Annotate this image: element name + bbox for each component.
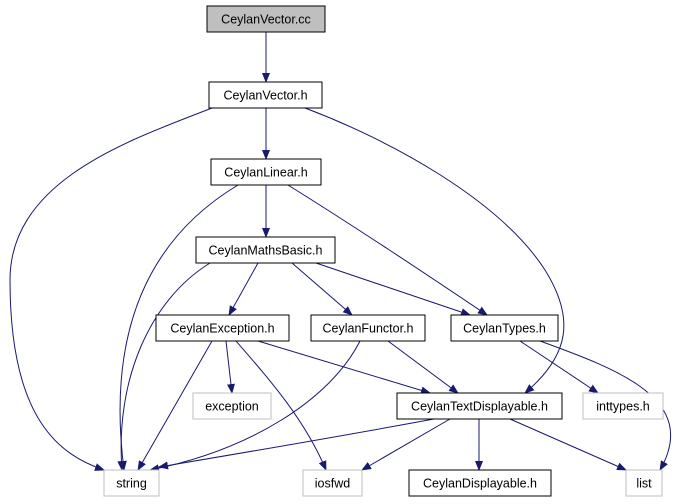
node-ceylanvector-h[interactable]: CeylanVector.h <box>208 81 323 109</box>
edge-ceylantextdisplayable-h-to-string <box>158 418 435 470</box>
node-iosfwd: iosfwd <box>302 469 363 497</box>
node-list: list <box>625 469 663 497</box>
node-label: CeylanFunctor.h <box>322 322 413 336</box>
node-ceylanexception-h[interactable]: CeylanException.h <box>155 314 290 342</box>
edge-ceylanexception-h-to-string <box>137 340 213 471</box>
edge-ceylanmathsbasic-h-to-string <box>117 262 211 471</box>
edge-ceylanexception-h-to-ceylantextdisplayable-h <box>257 340 431 395</box>
node-box <box>208 81 323 109</box>
node-string: string <box>103 469 160 497</box>
edge-ceylantypes-h-to-inttypes-h <box>519 340 599 394</box>
edge-ceylanexception-h-to-iosfwd <box>235 340 327 471</box>
edge-ceylanmathsbasic-h-to-ceylanexception-h <box>228 262 259 316</box>
edge-ceylantextdisplayable-h-to-iosfwd <box>361 418 451 471</box>
node-inttypes-h: inttypes.h <box>582 392 664 420</box>
node-label: CeylanMathsBasic.h <box>209 244 323 258</box>
node-ceylanmathsbasic-h[interactable]: CeylanMathsBasic.h <box>195 236 336 264</box>
node-box <box>155 314 290 342</box>
edge-ceylanfunctor-h-to-ceylantextdisplayable-h <box>387 340 459 394</box>
node-box <box>192 392 272 420</box>
edge-ceylanlinear-h-to-ceylantypes-h <box>287 184 488 316</box>
node-ceylanlinear-h[interactable]: CeylanLinear.h <box>210 158 322 186</box>
node-ceylantextdisplayable-h[interactable]: CeylanTextDisplayable.h <box>396 392 563 420</box>
node-label: exception <box>205 400 259 414</box>
node-label: iosfwd <box>315 477 350 491</box>
node-box <box>103 469 160 497</box>
edge-ceylanfunctor-h-to-string <box>149 340 361 473</box>
node-label: inttypes.h <box>596 400 650 414</box>
node-ceylandisplayable-h[interactable]: CeylanDisplayable.h <box>408 469 552 497</box>
node-exception: exception <box>192 392 272 420</box>
node-ceylanfunctor-h[interactable]: CeylanFunctor.h <box>310 314 426 342</box>
edge-ceylantextdisplayable-h-to-list <box>509 418 627 471</box>
node-box <box>210 158 322 186</box>
node-label: string <box>116 477 147 491</box>
node-ceylanvector-cc[interactable]: CeylanVector.cc <box>206 5 326 33</box>
node-box <box>195 236 336 264</box>
node-box <box>408 469 552 497</box>
node-label: CeylanTextDisplayable.h <box>411 400 548 414</box>
edge-ceylanlinear-h-to-string <box>118 184 239 471</box>
node-label: CeylanException.h <box>170 322 274 336</box>
node-label: CeylanVector.h <box>223 89 307 103</box>
edge-ceylanexception-h-to-exception <box>225 340 235 394</box>
node-ceylantypes-h[interactable]: CeylanTypes.h <box>450 314 559 342</box>
node-label: CeylanDisplayable.h <box>423 477 537 491</box>
node-label: CeylanTypes.h <box>463 322 546 336</box>
edge-ceylanmathsbasic-h-to-ceylantypes-h <box>315 262 471 316</box>
node-label: list <box>636 477 652 491</box>
edge-ceylantypes-h-to-list <box>539 340 672 471</box>
node-box <box>302 469 363 497</box>
edge-ceylanmathsbasic-h-to-ceylanfunctor-h <box>291 262 353 316</box>
node-box <box>625 469 663 497</box>
node-box <box>310 314 426 342</box>
edge-ceylanvector-h-to-ceylantextdisplayable-h <box>304 107 565 394</box>
node-box <box>206 5 326 33</box>
dependency-nodes: CeylanVector.cc CeylanVector.h CeylanLin… <box>103 5 664 497</box>
node-box <box>396 392 563 420</box>
node-box <box>582 392 664 420</box>
node-box <box>450 314 559 342</box>
edge-ceylanvector-h-to-string <box>9 107 213 471</box>
dependency-edges <box>9 32 672 473</box>
node-label: CeylanLinear.h <box>224 166 307 180</box>
node-label: CeylanVector.cc <box>221 13 311 27</box>
